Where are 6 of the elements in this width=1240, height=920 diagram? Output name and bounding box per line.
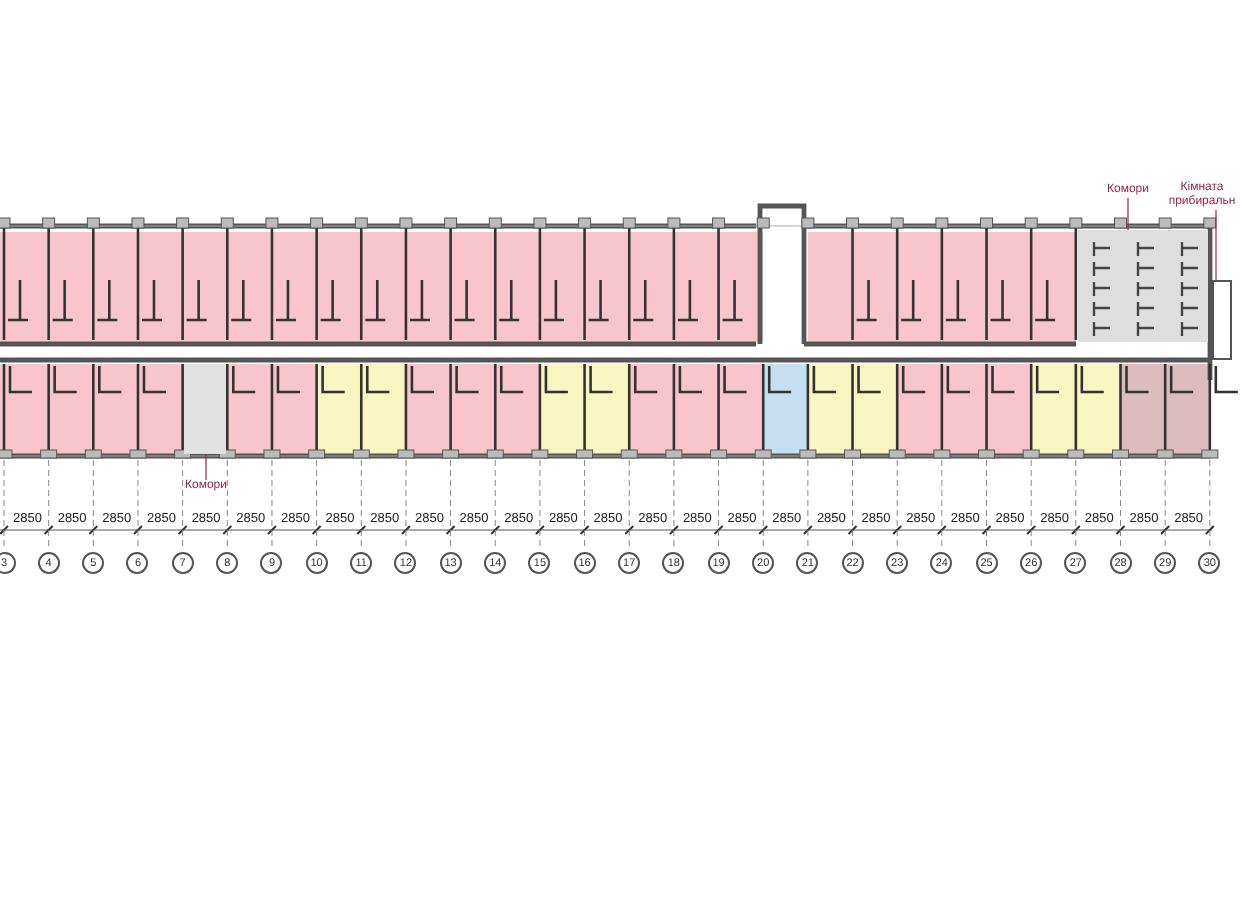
leader-line — [1127, 197, 1129, 231]
cleaner-room — [1212, 280, 1232, 360]
storage-room — [184, 364, 226, 454]
storage-rooms — [1077, 230, 1208, 342]
leader-line — [205, 453, 207, 481]
leader-line — [1215, 209, 1217, 281]
